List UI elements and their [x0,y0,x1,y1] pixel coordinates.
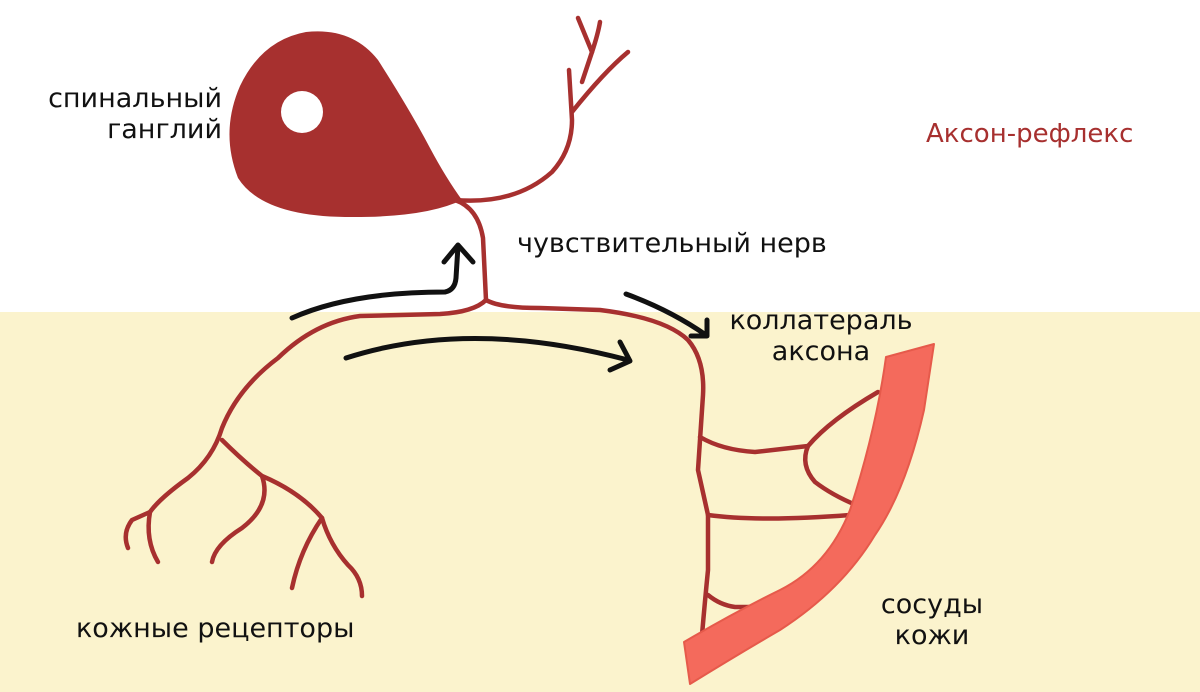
ganglion-soma [229,31,462,218]
nerve-fibers [123,15,881,638]
label-skin-vessels: сосуды кожи [868,589,996,651]
afferent-fiber-left [147,297,489,515]
label-axon-collateral: коллатераль аксона [712,305,930,367]
label-sensory-nerve: чувствительный нерв [517,228,827,259]
receptor-branch-2 [146,509,161,565]
label-spinal-ganglion-line-1: спинальный [48,83,222,114]
label-skin-receptors: кожные рецепторы [76,613,355,644]
dendrite-branch-right [569,49,631,115]
arrow-along-collateral [343,336,631,363]
receptor-branch-3 [209,437,267,565]
collateral-branch-4 [705,592,788,610]
arrow-to-vessel-head [688,317,710,339]
collateral-branch-2 [802,443,859,508]
label-spinal-ganglion-line-2: ганглий [107,114,222,145]
receptor-branch-1 [123,509,153,551]
receptor-branch-5 [319,515,365,599]
dendrite-trunk [452,67,575,203]
label-axon-collateral-line-1: коллатераль [729,305,913,336]
arrow-to-ganglion [289,243,461,321]
sensory-nerve-axon [452,197,489,303]
dendrite-branch-top [575,15,595,85]
dendrite-branch-inner [589,19,603,55]
diagram-title: Аксон-рефлекс [926,119,1134,149]
axon-collateral [483,297,711,638]
skin-layer [0,312,1200,692]
impulse-arrows [289,242,710,373]
label-skin-vessels-line-1: сосуды [880,589,984,620]
arrow-to-ganglion-head [441,242,476,265]
label-spinal-ganglion: спинальный ганглий [28,83,222,145]
label-skin-vessels-line-2: кожи [894,620,970,651]
collateral-branch-3 [705,512,853,521]
skin-vessel [683,343,935,685]
arrow-along-collateral-head [607,339,633,373]
arrow-to-vessel [623,291,709,338]
label-axon-collateral-line-2: аксона [771,336,871,367]
ganglion-nucleus [281,91,323,133]
